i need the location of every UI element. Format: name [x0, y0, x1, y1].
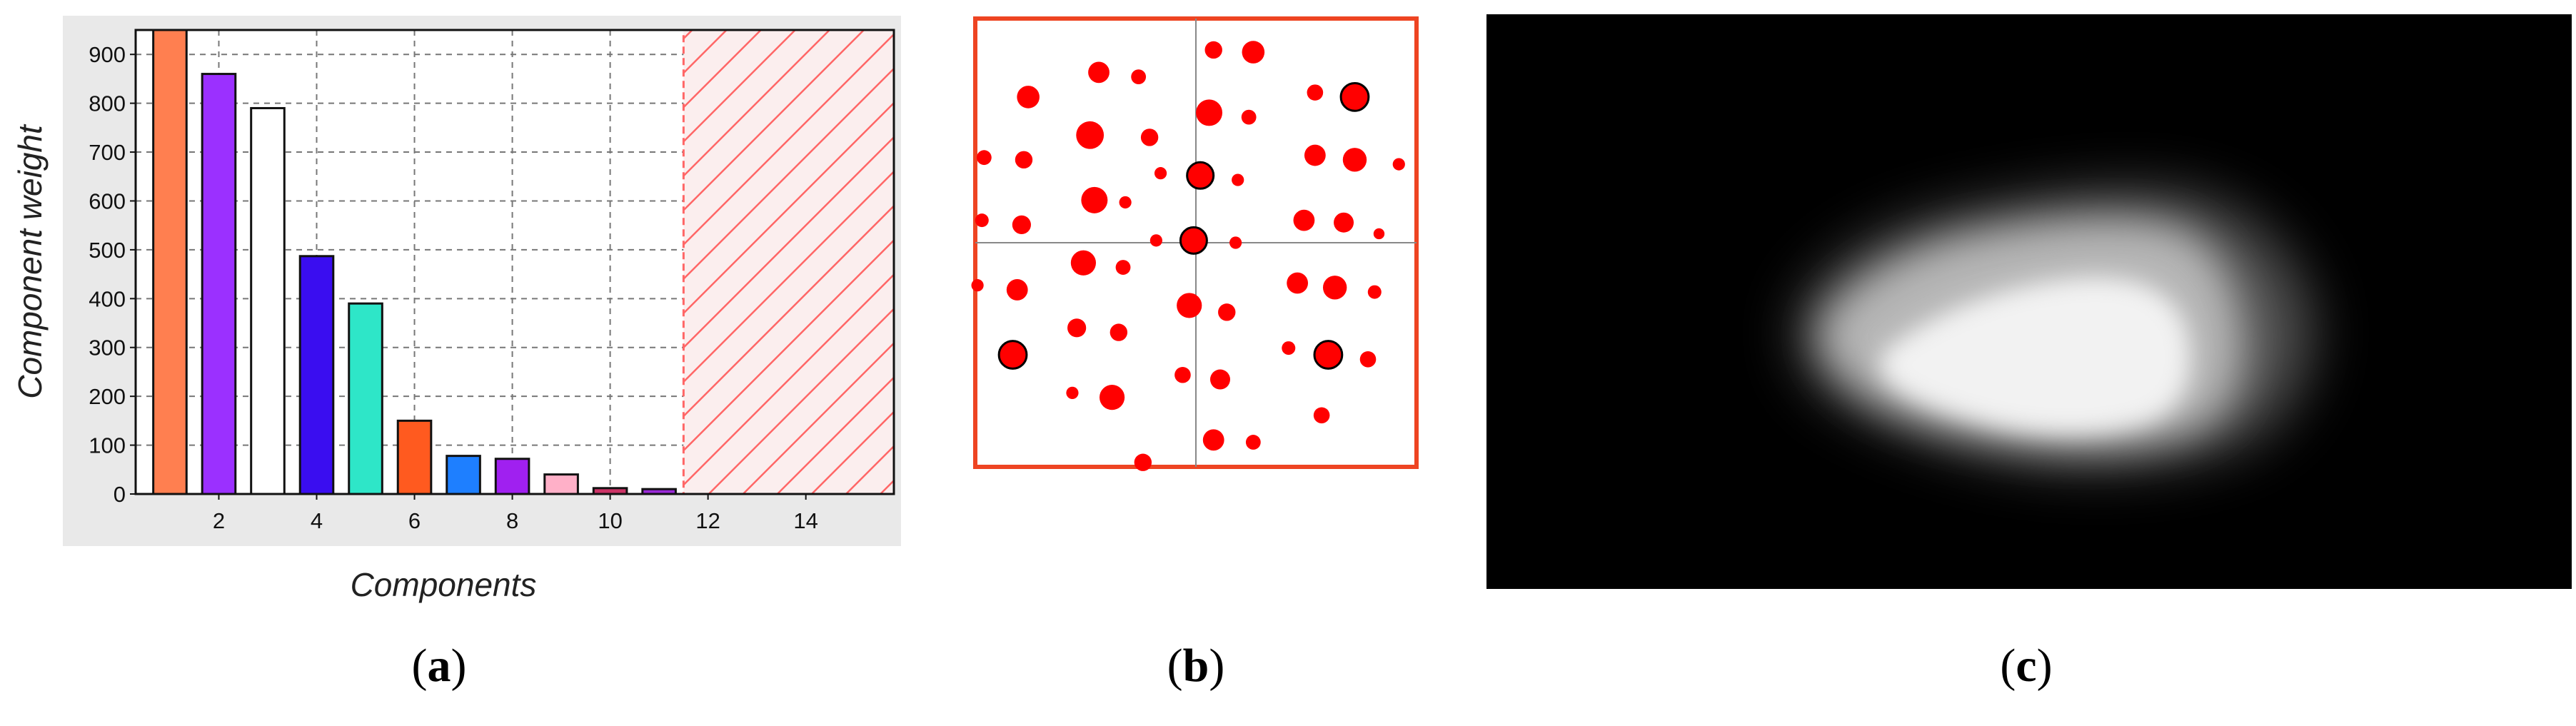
scatter-point-9 — [1076, 121, 1105, 149]
scatter-point-11 — [976, 150, 992, 166]
scatter-point-40 — [997, 340, 1028, 370]
scatter-point-29 — [1070, 250, 1097, 276]
y-tick-label-6: 600 — [89, 188, 126, 213]
blob-core — [1879, 277, 2190, 433]
scatter-point-47 — [1099, 385, 1125, 410]
y-tick-label-2: 200 — [89, 384, 126, 409]
scatter-point-30 — [1115, 260, 1131, 275]
scatter-point-46 — [1066, 386, 1079, 399]
y-axis-label: Component weight — [11, 123, 49, 399]
scatter-point-39 — [1110, 323, 1128, 341]
y-tick-label-8: 800 — [89, 91, 126, 116]
scatter-point-41 — [1282, 341, 1296, 356]
scatter-point-1 — [1242, 41, 1265, 64]
scatter-point-14 — [1342, 148, 1367, 172]
x-tick-label-5: 12 — [695, 508, 720, 533]
scatter-point-16 — [1154, 167, 1167, 180]
bar-6 — [396, 419, 433, 495]
scatter-point-12 — [1015, 151, 1033, 169]
scatter-point-8 — [1241, 109, 1257, 125]
scatter-point-51 — [1134, 453, 1152, 471]
bar-1 — [152, 29, 188, 495]
y-tick-label-0: 0 — [114, 482, 126, 507]
scatter-pattern-chart — [971, 16, 1419, 471]
scatter-point-27 — [1179, 226, 1208, 255]
scatter-point-7 — [1196, 99, 1223, 126]
scatter-point-34 — [1322, 276, 1347, 300]
caption-c: (c) — [2000, 640, 2053, 692]
scatter-point-18 — [1232, 173, 1244, 186]
x-tick-label-3: 8 — [506, 508, 518, 533]
y-tick-label-9: 900 — [89, 42, 126, 67]
scatter-point-48 — [1313, 407, 1330, 424]
scatter-point-45 — [1209, 369, 1230, 390]
scatter-point-4 — [1017, 86, 1040, 109]
scatter-point-32 — [1006, 279, 1028, 301]
y-tick-label-3: 300 — [89, 336, 126, 361]
x-tick-label-1: 4 — [311, 508, 323, 533]
bar-5 — [348, 302, 383, 495]
scatter-point-43 — [1359, 351, 1377, 368]
bar-2 — [201, 73, 237, 495]
scatter-point-21 — [1293, 209, 1315, 231]
bar-9 — [543, 473, 579, 495]
x-tick-label-4: 10 — [598, 508, 622, 533]
scatter-point-10 — [1140, 128, 1159, 146]
excluded-region — [682, 29, 895, 495]
panel-c — [1486, 14, 2572, 589]
scatter-point-31 — [971, 279, 984, 292]
scatter-point-25 — [1149, 234, 1162, 247]
scatter-point-26 — [1373, 228, 1385, 240]
panel-b — [971, 14, 1421, 471]
x-tick-label-2: 6 — [408, 508, 421, 533]
scatter-point-50 — [1245, 435, 1261, 450]
scatter-point-20 — [1119, 196, 1132, 209]
scatter-point-2 — [1088, 61, 1110, 84]
bar-4 — [298, 255, 335, 495]
caption-b: (b) — [1167, 640, 1225, 692]
scatter-point-42 — [1313, 340, 1344, 370]
scatter-point-15 — [1392, 158, 1405, 171]
scatter-point-22 — [1334, 212, 1354, 233]
scatter-point-23 — [975, 213, 989, 228]
y-tick-label-4: 400 — [89, 286, 126, 311]
bar-7 — [446, 455, 481, 495]
scatter-point-5 — [1307, 84, 1324, 101]
y-tick-label-5: 500 — [89, 238, 126, 263]
y-tick-label-7: 700 — [89, 140, 126, 165]
bar-8 — [494, 458, 530, 495]
scatter-point-36 — [1177, 293, 1202, 318]
scatter-point-37 — [1218, 303, 1236, 321]
scatter-point-17 — [1186, 161, 1215, 190]
x-axis-label: Components — [351, 566, 537, 603]
y-tick-label-1: 100 — [89, 433, 126, 458]
scatter-point-0 — [1204, 41, 1222, 59]
scatter-point-33 — [1287, 272, 1309, 294]
scatter-point-44 — [1174, 366, 1191, 383]
scatter-point-35 — [1367, 285, 1382, 299]
scatter-point-3 — [1131, 69, 1147, 85]
scatter-point-28 — [1229, 236, 1242, 249]
plot-frame — [134, 29, 895, 495]
scatter-point-13 — [1304, 144, 1326, 166]
scatter-point-38 — [1067, 318, 1087, 338]
scatter-point-24 — [1012, 215, 1031, 234]
scatter-point-6 — [1339, 82, 1370, 112]
grayscale-blob-image — [1486, 14, 2572, 589]
x-tick-label-6: 14 — [793, 508, 817, 533]
bar-3 — [250, 106, 286, 495]
scatter-point-19 — [1081, 186, 1108, 213]
x-tick-label-0: 2 — [213, 508, 225, 533]
scatter-point-49 — [1202, 429, 1224, 451]
caption-a: (a) — [411, 640, 467, 692]
